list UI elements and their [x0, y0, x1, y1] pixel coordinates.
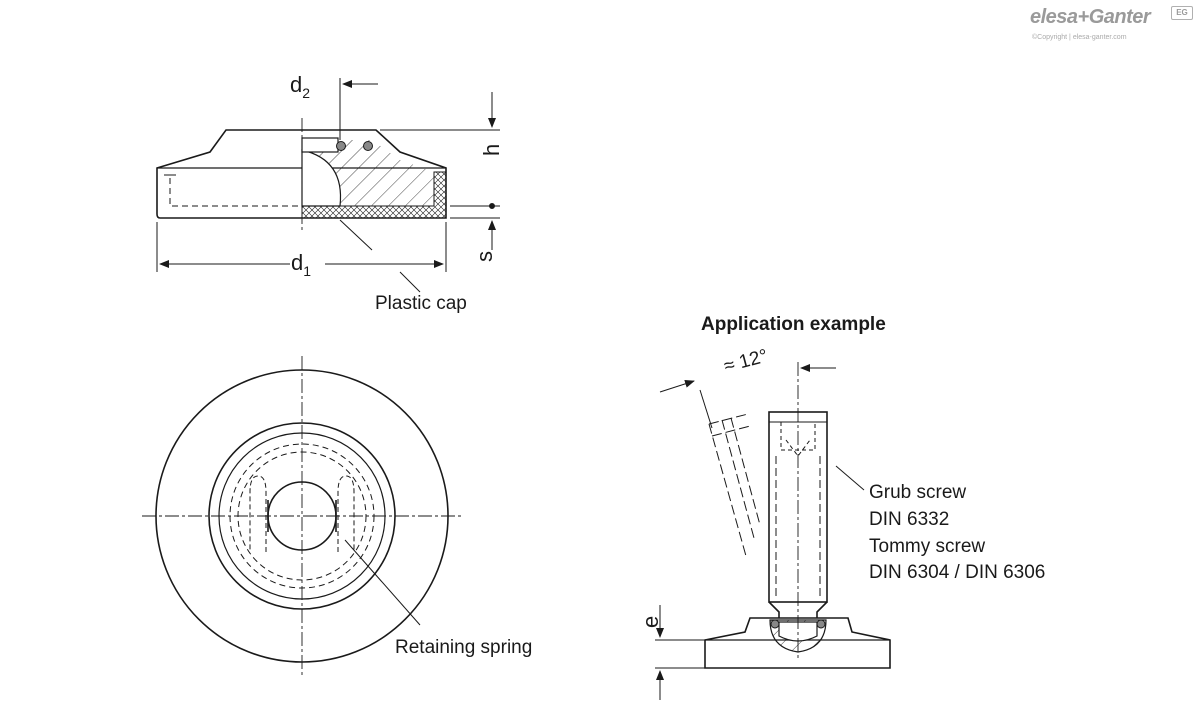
- section-dimensions: [156, 78, 500, 293]
- heading-application-example: Application example: [701, 314, 886, 335]
- section-view: [156, 118, 447, 230]
- label-tommy-screw: Tommy screw: [869, 536, 986, 557]
- top-view: [142, 356, 462, 676]
- label-din-6332: DIN 6332: [869, 509, 950, 530]
- dimension-d2: d2: [290, 72, 311, 101]
- label-grub-screw: Grub screw: [869, 482, 967, 503]
- dimension-s: s: [472, 251, 497, 262]
- label-din-6304-6306: DIN 6304 / DIN 6306: [869, 562, 1046, 583]
- eg-badge-icon: EG: [1171, 6, 1193, 20]
- brand-name: elesa+Ganter: [1030, 6, 1151, 28]
- dimension-h: h: [479, 143, 504, 156]
- dimension-e: e: [638, 615, 663, 628]
- brand-logo: elesa+Ganter EG ©Copyright | elesa-gante…: [1030, 6, 1195, 46]
- dimension-d1: d1: [291, 250, 312, 279]
- label-retaining-spring: Retaining spring: [395, 637, 533, 658]
- label-plastic-cap: Plastic cap: [375, 293, 467, 314]
- copyright-text: ©Copyright | elesa-ganter.com: [1032, 34, 1127, 41]
- application-example: [655, 362, 891, 700]
